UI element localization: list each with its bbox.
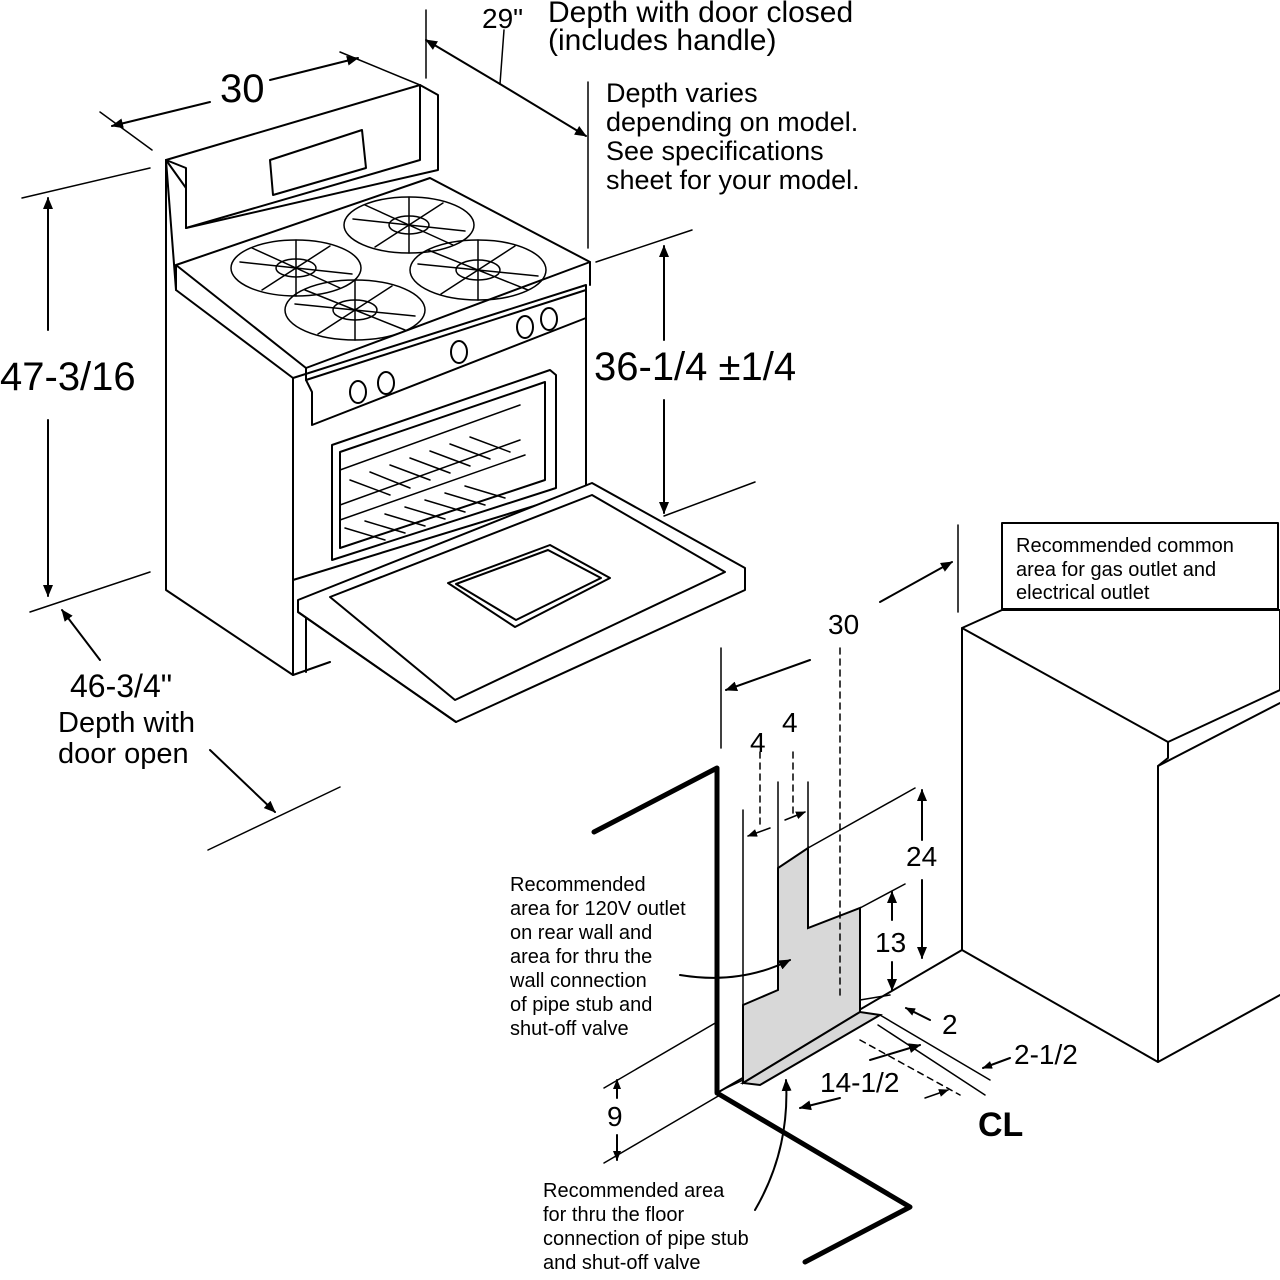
installation-illustration [591,522,1280,1265]
common-area-line-2: area for gas outlet and [1016,559,1216,581]
depth-closed-text-2: (includes handle) [548,24,776,57]
range-illustration [165,84,746,723]
floor-area-line-4: and shut-off valve [543,1252,701,1274]
floor-area-line-2: for thru the floor [543,1204,685,1226]
wall-area-line-4: area for thru the [510,946,652,968]
dim-4-right-label: 4 [782,707,798,738]
dim-14-half-label: 14-1/2 [820,1067,899,1098]
common-area-line-3: electrical outlet [1016,582,1150,604]
dim-2-label: 2 [942,1009,958,1040]
depth-open-text-2: door open [58,738,189,770]
depth-varies-line-3: See specifications [606,136,824,166]
centerline-symbol: CL [978,1106,1023,1144]
oven-racks [339,404,526,541]
wall-area-line-2: area for 120V outlet [510,898,686,920]
installation-labels: Recommended common area for gas outlet a… [509,535,1234,1274]
dim-13-label: 13 [875,927,906,958]
wall-area-line-3: on rear wall and [510,922,652,944]
range-labels: 30 29" Depth with door closed (includes … [0,0,860,770]
range-dimension-lines [21,9,756,851]
wall-area-line-5: wall connection [509,970,647,992]
depth-varies-line-1: Depth varies [606,78,758,108]
floor-area-line-1: Recommended area [543,1180,725,1202]
depth-open-text-1: Depth with [58,707,195,739]
range-width-label: 30 [220,67,265,111]
wall-area-line-6: of pipe stub and [510,994,652,1016]
burner-grates [230,196,547,341]
depth-closed-text-1: Depth with door closed [548,0,853,29]
cooktop-height-label: 36-1/4 ±1/4 [594,345,796,389]
wall-area-line-1: Recommended [510,874,646,896]
depth-closed-value: 29" [482,3,523,34]
dim-4-left-label: 4 [750,727,766,758]
dim-9-label: 9 [607,1101,623,1132]
dim-2-half-label: 2-1/2 [1014,1039,1078,1070]
common-area-line-1: Recommended common [1016,535,1234,557]
dim-24-label: 24 [906,841,937,872]
total-height-label: 47-3/16 [0,355,136,399]
installation-width-label: 30 [828,609,859,640]
common-area-box [1001,522,1279,610]
depth-varies-line-2: depending on model. [606,107,858,137]
floor-area-line-3: connection of pipe stub [543,1228,749,1250]
depth-open-value: 46-3/4" [70,668,172,704]
depth-varies-line-4: sheet for your model. [606,165,860,195]
wall-area-line-7: shut-off valve [510,1018,629,1040]
